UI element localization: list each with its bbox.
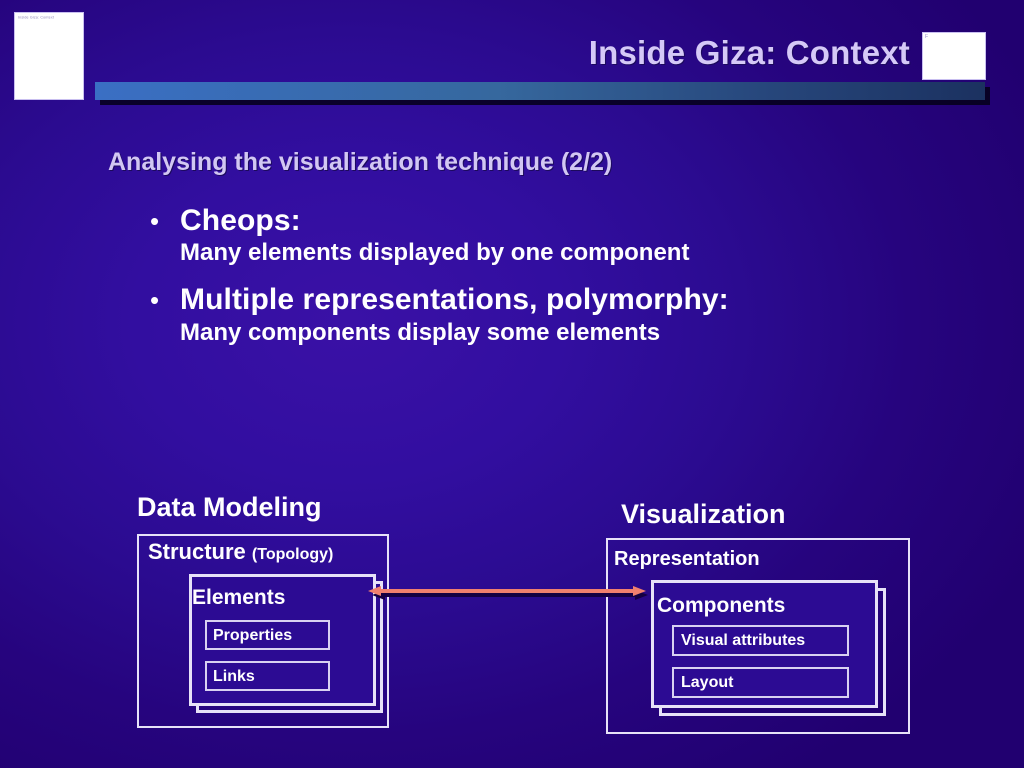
header-thumbnail-right: F: [922, 32, 986, 80]
box-components: [651, 580, 878, 708]
bullet-list: • Cheops: Many elements displayed by one…: [150, 203, 970, 362]
bullet-subtext: Many components display some elements: [180, 318, 661, 346]
box-properties-label: Properties: [213, 627, 293, 644]
header-thumbnail-left: Inside Giza: Context: [14, 12, 84, 100]
box-representation: [606, 538, 910, 734]
diagram-heading-visualization: Visualization: [621, 499, 786, 529]
bullet-heading: Cheops:: [180, 204, 301, 237]
box-representation-title: Representation: [614, 548, 760, 571]
header-thumbnail-left-mark: Inside Giza: Context: [18, 15, 55, 20]
bullet-dot-icon: •: [150, 206, 160, 236]
box-elements-title: Elements: [192, 586, 286, 609]
box-visual-attributes-label: Visual attributes: [681, 632, 806, 649]
diagram-heading-data-modeling: Data Modeling: [137, 492, 322, 522]
bullet-dot-icon: •: [150, 285, 160, 316]
box-representation-title-main: Representation: [614, 548, 760, 570]
bullet-heading: Multiple representations, polymorphy:: [180, 283, 729, 317]
title-divider-bar: [95, 82, 985, 100]
bullet-subtext: Many elements displayed by one component: [180, 239, 690, 267]
box-links: [205, 661, 330, 691]
box-links-label: Links: [213, 668, 255, 685]
box-structure: [137, 534, 389, 728]
bidirectional-arrow-icon: [368, 586, 648, 600]
box-visual-attributes: [672, 625, 849, 656]
box-structure-title-paren: (Topology): [251, 546, 334, 563]
box-elements: [189, 574, 376, 706]
bullet-item: • Multiple representations, polymorphy:: [150, 282, 970, 317]
box-components-title: Components: [657, 594, 786, 617]
box-layout: [672, 667, 849, 698]
box-structure-title: Structure (Topology): [148, 539, 333, 565]
box-layout-label: Layout: [681, 674, 734, 691]
section-subtitle: Analysing the visualization technique (2…: [108, 148, 613, 176]
box-properties: [205, 620, 330, 650]
header-thumbnail-right-mark: F: [925, 34, 929, 40]
box-structure-title-main: Structure: [148, 539, 246, 564]
bullet-item: • Cheops:: [150, 203, 970, 238]
page-title: Inside Giza: Context: [588, 34, 910, 71]
